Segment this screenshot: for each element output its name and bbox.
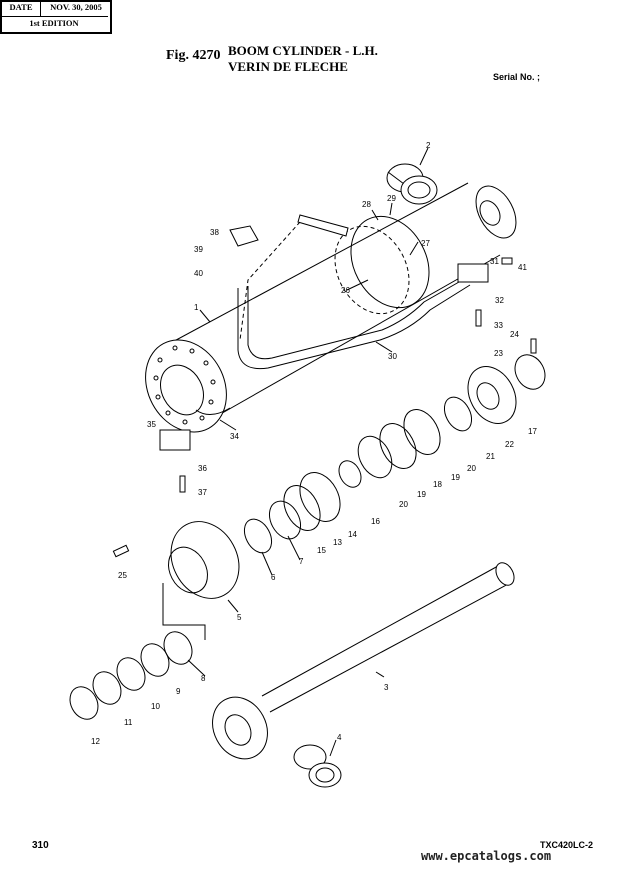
- page-title-english: BOOM CYLINDER - L.H.: [228, 43, 378, 58]
- page-number: 310: [32, 840, 49, 851]
- flange-block-35: [159, 429, 191, 451]
- callout-3: 3: [384, 683, 389, 692]
- callout-7: 7: [299, 557, 304, 566]
- date-row: DATE NOV. 30, 2005: [0, 0, 108, 17]
- callout-31: 31: [490, 257, 499, 266]
- leader-lines: [187, 147, 429, 757]
- callout-15: 15: [317, 546, 326, 555]
- callout-5: 5: [237, 613, 242, 622]
- callout-22: 22: [505, 440, 514, 449]
- serial-number-label: Serial No. ;: [493, 72, 541, 82]
- cylinder-tube: [145, 182, 517, 433]
- callout-20b: 20: [399, 500, 408, 509]
- callout-12: 12: [91, 737, 100, 746]
- bolt-33: [475, 309, 482, 327]
- callout-28: 28: [362, 200, 371, 209]
- callout-18: 18: [433, 480, 442, 489]
- callout-29: 29: [387, 194, 396, 203]
- callout-9: 9: [176, 687, 181, 696]
- callout-39: 39: [194, 245, 203, 254]
- piston-seal-stack: [338, 354, 546, 488]
- edition-header-box: DATE NOV. 30, 2005 1st EDITION: [0, 0, 112, 34]
- flange-block-31: [457, 263, 489, 283]
- bolt-41: [501, 257, 513, 265]
- callout-40: 40: [194, 269, 203, 278]
- bracket-plate: [297, 214, 349, 237]
- callout-numbers: 2 28 29 27 26 38 39 40 31 41 32 33 1 30 …: [91, 141, 537, 746]
- callout-23: 23: [494, 349, 503, 358]
- callout-16: 16: [371, 517, 380, 526]
- callout-20a: 20: [467, 464, 476, 473]
- clamp-band: [334, 215, 430, 315]
- callout-11: 11: [124, 718, 133, 727]
- edition-label: 1st EDITION: [29, 18, 79, 28]
- callout-17: 17: [528, 427, 537, 436]
- model-code: TXC420LC-2: [540, 840, 594, 850]
- callout-1: 1: [194, 303, 199, 312]
- callout-19a: 19: [451, 473, 460, 482]
- callout-26: 26: [341, 286, 350, 295]
- callout-14: 14: [348, 530, 357, 539]
- cylinder-head-5: [168, 521, 240, 599]
- bushing-2: [386, 163, 438, 205]
- callout-25: 25: [118, 571, 127, 580]
- callout-30: 30: [388, 352, 397, 361]
- head-seal-rings: [243, 472, 341, 554]
- wiper-rings: [69, 631, 193, 720]
- callout-35: 35: [147, 420, 156, 429]
- date-value: NOV. 30, 2005: [50, 2, 102, 12]
- bolt-37: [179, 475, 186, 493]
- bracket-38: [229, 225, 259, 247]
- callout-19b: 19: [417, 490, 426, 499]
- callout-34: 34: [230, 432, 239, 441]
- callout-10: 10: [151, 702, 160, 711]
- callout-21: 21: [486, 452, 495, 461]
- callout-33: 33: [494, 321, 503, 330]
- bolt-25: [112, 544, 130, 558]
- bushing-4: [293, 744, 342, 788]
- bolt-24: [530, 338, 537, 354]
- callout-8: 8: [201, 674, 206, 683]
- piston-rod-3: [212, 562, 515, 760]
- callout-41: 41: [518, 263, 527, 272]
- page-title-french: VERIN DE FLECHE: [228, 59, 348, 74]
- callout-32: 32: [495, 296, 504, 305]
- callout-6: 6: [271, 573, 276, 582]
- callout-2: 2: [426, 141, 431, 150]
- header-divider: [40, 0, 41, 16]
- date-label: DATE: [9, 2, 33, 12]
- callout-38: 38: [210, 228, 219, 237]
- callout-36: 36: [198, 464, 207, 473]
- website-watermark[interactable]: www.epcatalogs.com: [421, 849, 552, 863]
- callout-4: 4: [337, 733, 342, 742]
- callout-27: 27: [421, 239, 430, 248]
- callout-13: 13: [333, 538, 342, 547]
- callout-37: 37: [198, 488, 207, 497]
- callout-24: 24: [510, 330, 519, 339]
- figure-number: Fig. 4270: [166, 48, 221, 63]
